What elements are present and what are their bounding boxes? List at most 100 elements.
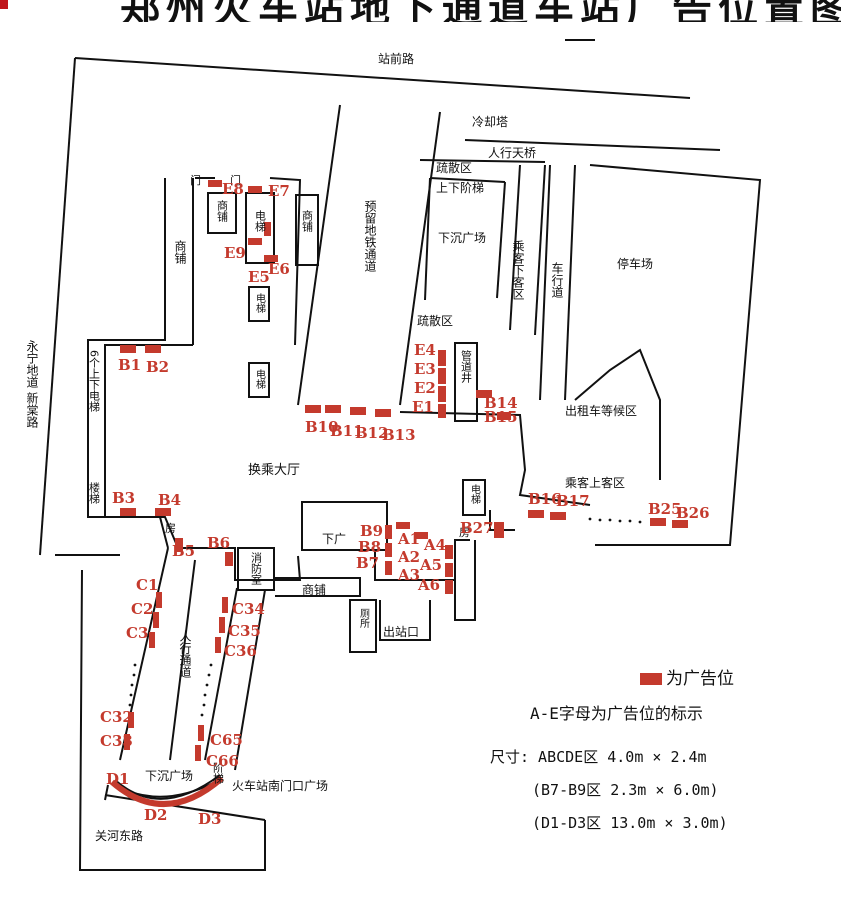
ad-marker: [124, 734, 130, 750]
ad-label-b2: B2: [146, 358, 169, 376]
ad-label-b9: B9: [360, 522, 383, 540]
outlines: [39, 39, 762, 871]
ad-label-c32: C32: [100, 708, 133, 726]
ad-marker: [222, 597, 228, 613]
ad-marker: [438, 350, 446, 366]
ad-label-a6: A6: [417, 576, 440, 594]
ad-label-c1: C1: [136, 576, 158, 594]
ad-marker: [325, 405, 341, 413]
ad-label-b15: B15: [484, 408, 518, 426]
ad-marker: [414, 532, 428, 539]
ad-marker: [145, 345, 161, 353]
ad-marker: [215, 637, 221, 653]
ad-marker: [225, 552, 233, 566]
ad-label-a2: A2: [397, 548, 420, 566]
toilet-label: 厕所: [358, 608, 370, 629]
ad-marker: [264, 222, 271, 236]
ad-label-b16: B16: [528, 490, 562, 508]
ad-label-b5: B5: [172, 542, 195, 560]
ad-label-c2: C2: [131, 600, 153, 618]
legend-letter-note: A-E字母为广告位的标示: [530, 704, 703, 723]
legend-marker-label: 为广告位: [666, 669, 734, 689]
ad-label-e2: E2: [414, 379, 436, 397]
ad-label-e7: E7: [268, 182, 290, 200]
ad-marker: [195, 745, 201, 761]
ad-label-b14: B14: [484, 394, 518, 412]
ad-label-c33: C33: [100, 732, 133, 750]
passenger-drop-label: 乘客下客区: [511, 240, 525, 300]
dots: [128, 517, 642, 717]
ad-marker: [396, 522, 410, 529]
ad-marker-d-arc: [110, 775, 224, 807]
ad-marker: [438, 404, 446, 418]
ad-label-e4: E4: [414, 341, 436, 359]
ad-label-b17: B17: [556, 492, 590, 510]
ad-label-c66: C66: [206, 752, 239, 770]
elevator-small-label: 电梯: [254, 292, 266, 314]
sunken-plaza-south-label: 下沉广场: [145, 769, 193, 783]
elevator-top-label: 电梯: [254, 210, 267, 233]
ad-marker: [175, 538, 183, 552]
lane-label: 车行道: [550, 261, 564, 298]
ad-marker: [497, 412, 511, 420]
ad-marker: [248, 238, 262, 245]
road-south-label: 关河东路: [95, 828, 143, 843]
ad-marker: [198, 725, 204, 741]
legend-swatch: [640, 673, 662, 685]
ad-label-c65: C65: [210, 731, 243, 749]
road-north-label: 站前路: [378, 51, 414, 66]
ad-marker: [385, 543, 392, 557]
ad-label-b8: B8: [358, 538, 381, 556]
title-bar: 郑州火车站地下通道车站广告位置图: [0, 0, 841, 22]
metro-label: 预留地铁通道: [363, 200, 377, 272]
legend-marker-row: 为广告位: [640, 664, 734, 689]
footbridge-label: 人行天桥: [488, 146, 536, 160]
sunken-inner-label: 下广: [322, 532, 346, 546]
ad-marker: [128, 712, 134, 728]
ad-marker: [156, 592, 162, 608]
exit-label: 出站口: [383, 625, 419, 639]
room-right-label: 房: [459, 526, 470, 539]
ad-label-a5: A5: [419, 556, 442, 574]
ad-label-b12: B12: [355, 424, 389, 442]
ad-label-b4: B4: [158, 491, 181, 509]
gate-b-label: 门: [230, 173, 241, 187]
ad-marker: [264, 255, 278, 262]
ad-marker: [528, 510, 544, 518]
gate-a-label: 门: [190, 173, 201, 187]
ad-marker: [305, 405, 321, 413]
ad-label-b10: B10: [305, 418, 339, 436]
ad-marker: [375, 409, 391, 417]
ad-label-c35: C35: [228, 622, 261, 640]
cooling-tower-label: 冷却塔: [472, 115, 508, 129]
ad-marker: [550, 512, 566, 520]
title-marker: [0, 0, 8, 9]
ad-marker: [208, 180, 222, 187]
ad-marker: [438, 386, 446, 402]
ad-label-c3: C3: [126, 624, 148, 642]
ad-marker: [672, 520, 688, 528]
ad-marker: [219, 617, 225, 633]
shop-e2-label: 商铺: [301, 209, 314, 232]
ad-markers: [120, 180, 688, 761]
shop-mid-label: 商铺: [302, 582, 326, 597]
ad-label-c34: C34: [232, 600, 265, 618]
room-left-label: 房: [165, 522, 176, 535]
shop-left-label: 商铺: [173, 239, 187, 264]
elevator-right-label: 电梯: [469, 483, 481, 505]
legend-size-main: 尺寸: ABCDE区 4.0m × 2.4m: [490, 748, 707, 766]
ad-marker: [153, 612, 159, 628]
ad-label-c36: C36: [224, 642, 257, 660]
ad-label-b27: B27: [460, 519, 494, 537]
ad-marker: [350, 407, 366, 415]
ad-label-e3: E3: [414, 360, 436, 378]
evac-mid-label: 疏散区: [417, 313, 453, 328]
shop-e-label: 商铺: [216, 199, 229, 222]
ad-marker: [650, 518, 666, 526]
ad-label-e5: E5: [248, 268, 270, 286]
ad-marker: [445, 545, 453, 559]
ad-label-d2: D2: [144, 806, 167, 824]
ad-label-b3: B3: [112, 489, 135, 507]
page-title: 郑州火车站地下通道车站广告位置图: [120, 0, 841, 22]
